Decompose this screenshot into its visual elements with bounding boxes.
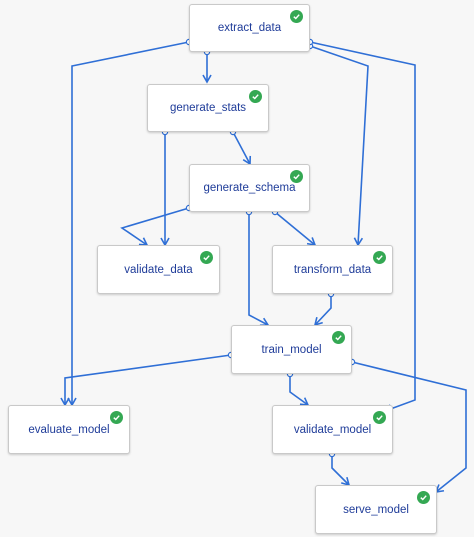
edge-extract-data-to-transform-data <box>306 42 369 247</box>
edge-generate-schema-to-validate-data <box>120 204 193 246</box>
node-label: validate_data <box>124 263 193 276</box>
edge-generate-schema-to-train-model <box>245 208 270 327</box>
node-label: evaluate_model <box>28 423 110 436</box>
node-label: generate_schema <box>203 182 296 194</box>
edge-generate-schema-to-transform-data <box>271 208 317 247</box>
edge-extract-data-to-generate-stats <box>202 48 212 84</box>
check-circle-icon <box>417 491 430 504</box>
node-label: transform_data <box>293 263 372 276</box>
node-evaluate-model[interactable]: evaluate_model <box>8 405 130 454</box>
edge-train-model-to-validate-model <box>286 370 310 406</box>
check-circle-icon <box>290 170 303 183</box>
node-train-model[interactable]: train_model <box>231 325 352 374</box>
node-label: train_model <box>261 343 322 356</box>
node-label: extract_data <box>217 22 282 34</box>
edge-validate-model-to-serve-model <box>328 450 351 487</box>
check-circle-icon <box>110 411 123 424</box>
node-generate-schema[interactable]: generate_schema <box>189 164 310 212</box>
edge-generate-stats-to-generate-schema <box>229 128 252 166</box>
node-transform-data[interactable]: transform_data <box>272 245 393 294</box>
check-circle-icon <box>373 251 386 264</box>
check-circle-icon <box>290 10 303 23</box>
node-label: generate_stats <box>169 102 247 114</box>
edge-transform-data-to-train-model <box>313 290 335 327</box>
edge-generate-stats-to-validate-data <box>160 128 170 247</box>
check-circle-icon <box>332 331 345 344</box>
node-extract-data[interactable]: extract_data <box>189 4 310 52</box>
node-serve-model[interactable]: serve_model <box>315 485 437 534</box>
check-circle-icon <box>249 90 262 103</box>
node-validate-data[interactable]: validate_data <box>97 245 220 294</box>
node-label: serve_model <box>343 503 409 516</box>
check-circle-icon <box>200 251 213 264</box>
edge-train-model-to-evaluate-model <box>60 351 235 407</box>
node-generate-stats[interactable]: generate_stats <box>147 84 269 132</box>
node-validate-model[interactable]: validate_model <box>272 405 393 454</box>
node-label: validate_model <box>293 423 372 436</box>
check-circle-icon <box>373 411 386 424</box>
